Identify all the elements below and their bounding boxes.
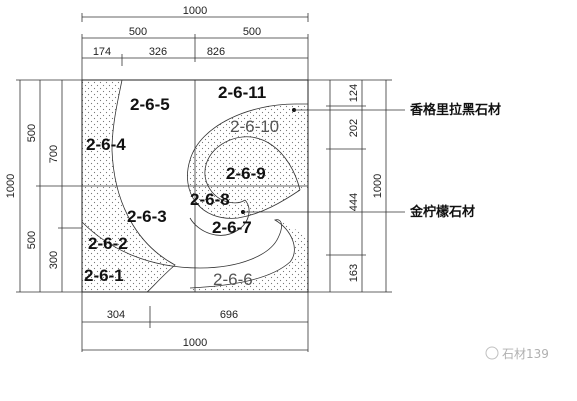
swirl-outline-lower — [81, 219, 295, 289]
dim-top-seg-c: 826 — [207, 46, 225, 58]
callout-shangri-la-black-stone: 香格里拉黑石材 — [409, 102, 501, 118]
dim-right-seg-3: 444 — [348, 193, 360, 211]
piece-label-2-6-8: 2-6-8 — [190, 190, 230, 209]
black-stone-left-region — [82, 80, 175, 292]
piece-labels: 2-6-1 2-6-2 2-6-3 2-6-4 2-6-5 2-6-6 2-6-… — [84, 83, 279, 289]
bottom-dimensions: 304 696 1000 — [81, 292, 309, 352]
piece-label-2-6-10: 2-6-10 — [230, 117, 279, 136]
dim-left-outer-top: 500 — [26, 124, 38, 142]
watermark-text: 石材139 — [502, 347, 549, 361]
dim-left-inner-top: 700 — [48, 145, 60, 163]
swirl-outline-hook — [189, 199, 250, 236]
swirl-outline-left — [111, 79, 176, 293]
piece-label-2-6-4: 2-6-4 — [86, 135, 126, 154]
dim-right-total: 1000 — [372, 174, 384, 198]
dim-right-seg-4: 163 — [348, 264, 360, 282]
piece-label-2-6-2: 2-6-2 — [88, 234, 128, 253]
watermark-icon — [485, 346, 499, 360]
piece-label-2-6-9: 2-6-9 — [226, 164, 266, 183]
dim-top-seg-b: 326 — [149, 46, 167, 58]
black-stone-swirl-region — [187, 104, 308, 219]
dim-top-half-left: 500 — [129, 26, 147, 38]
swirl-outline-inner — [187, 103, 308, 219]
swirl-outline-upper-arc — [204, 136, 301, 204]
piece-label-2-6-11: 2-6-11 — [218, 83, 266, 102]
dim-bottom-total: 1000 — [183, 337, 207, 349]
right-dimensions: 124 202 444 163 1000 — [308, 79, 392, 293]
piece-label-2-6-7: 2-6-7 — [212, 218, 252, 237]
top-dimensions: 1000 500 500 174 326 826 — [81, 5, 309, 80]
dim-left-outer-bottom: 500 — [26, 231, 38, 249]
left-dimensions: 1000 500 500 700 300 — [5, 79, 82, 293]
dim-top-seg-a: 174 — [93, 46, 111, 58]
dim-top-half-right: 500 — [243, 26, 261, 38]
dim-bottom-seg-b: 696 — [220, 309, 238, 321]
piece-label-2-6-6: 2-6-6 — [213, 270, 253, 289]
dim-left-inner-bottom: 300 — [48, 251, 60, 269]
piece-label-2-6-5: 2-6-5 — [130, 95, 170, 114]
piece-label-2-6-3: 2-6-3 — [127, 207, 167, 226]
watermark: 石材139 — [485, 346, 549, 361]
piece-label-2-6-1: 2-6-1 — [84, 266, 124, 285]
stone-panel — [81, 79, 309, 293]
dim-right-seg-2: 202 — [348, 119, 360, 137]
dim-bottom-seg-a: 304 — [107, 309, 125, 321]
black-stone-bottom-region — [190, 220, 308, 292]
dim-left-total: 1000 — [5, 174, 17, 198]
callout-golden-lemon-stone: 金柠檬石材 — [409, 204, 475, 220]
dim-right-seg-1: 124 — [348, 84, 360, 102]
dim-top-total: 1000 — [183, 5, 207, 17]
material-callouts: 香格里拉黑石材 金柠檬石材 — [241, 102, 501, 220]
